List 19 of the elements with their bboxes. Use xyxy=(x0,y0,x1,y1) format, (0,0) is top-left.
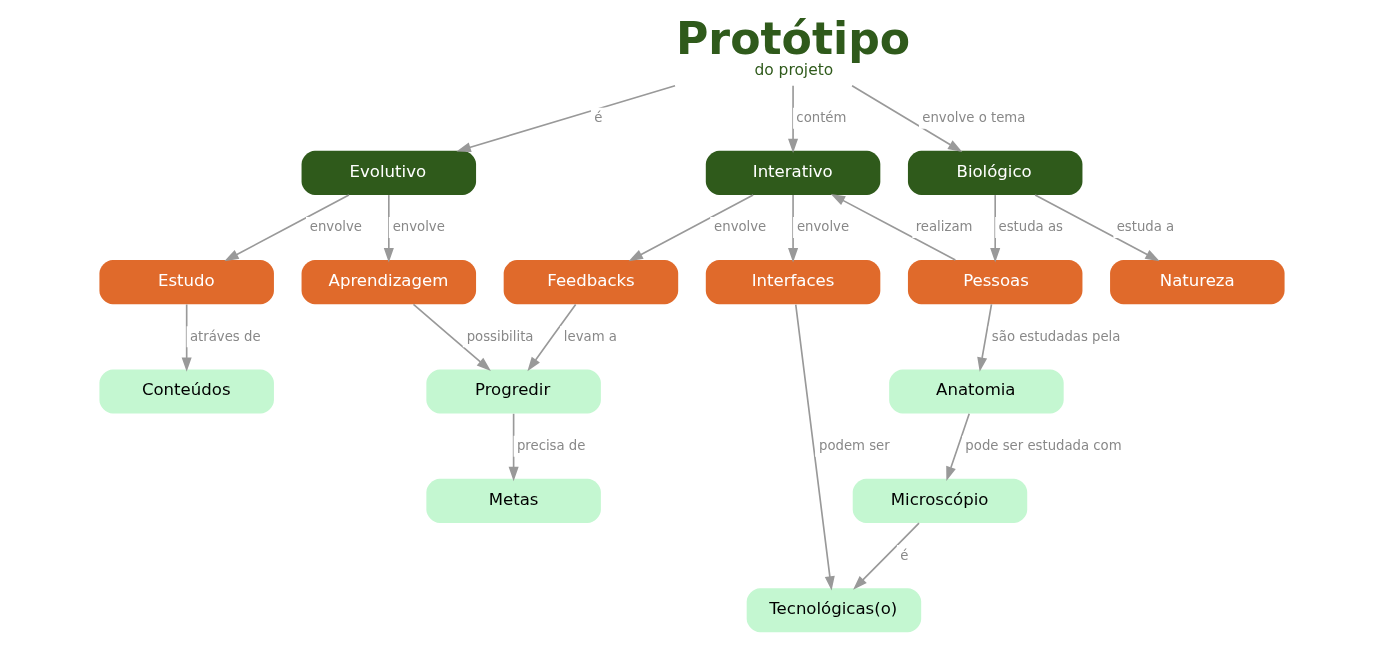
edge-label: podem ser xyxy=(818,438,890,454)
edge-label: envolve xyxy=(713,219,766,235)
edge-label: envolve o tema xyxy=(921,110,1025,126)
edge-label: envolve xyxy=(392,219,445,235)
edge-label: envolve xyxy=(796,219,849,235)
edge-label: levam a xyxy=(563,328,617,344)
edge-label: pode ser estudada com xyxy=(964,438,1122,454)
node-text: Protótipo do projeto xyxy=(675,12,910,79)
edge-label: contém xyxy=(795,110,846,126)
edge-label: é xyxy=(899,547,908,563)
edge-label: estuda a xyxy=(1116,219,1174,235)
edge-label: atráves de xyxy=(189,328,261,344)
edge-label: precisa de xyxy=(516,438,585,454)
edge-label: são estudadas pela xyxy=(991,328,1120,344)
edge-label: é xyxy=(593,110,602,126)
edge-label: possibilita xyxy=(466,328,533,344)
edge-label: realizam xyxy=(915,219,972,235)
edge-label: estuda as xyxy=(998,219,1063,235)
edge-label: envolve xyxy=(309,219,362,235)
